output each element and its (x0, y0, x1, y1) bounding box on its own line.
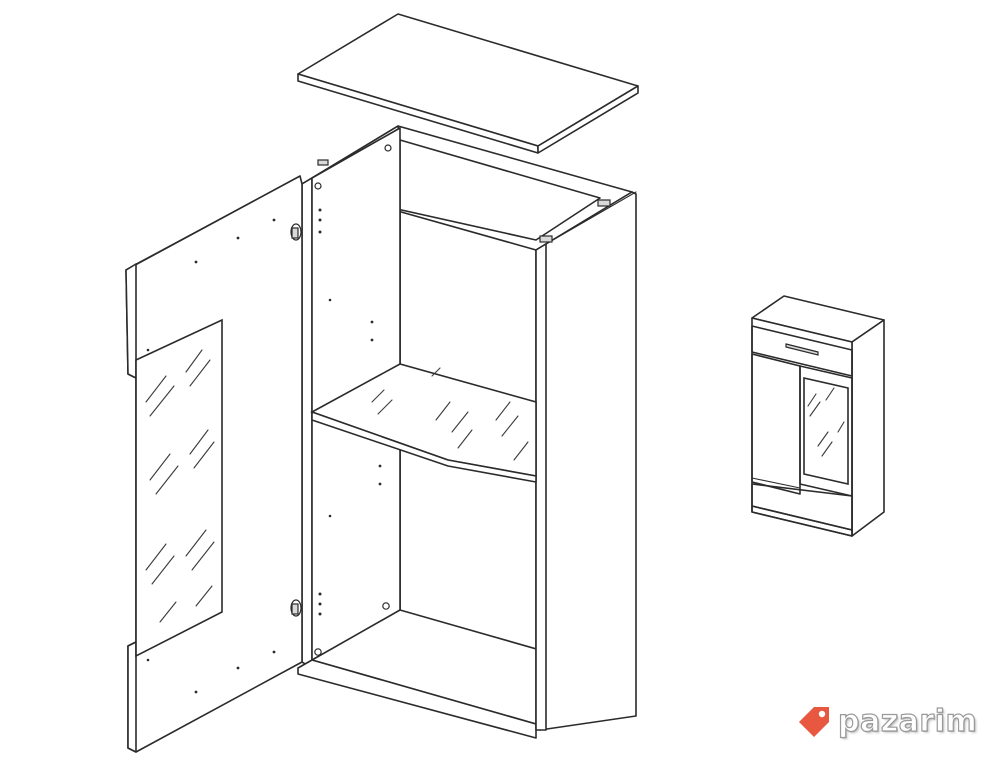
assembled-cabinet-preview (751, 295, 885, 537)
left-side-inner-face (301, 177, 313, 669)
glass-shelf (310, 363, 537, 483)
price-tag-icon (799, 707, 829, 737)
right-side-panel (535, 191, 637, 731)
pazarim-watermark: pazarim (796, 700, 977, 744)
open-door (125, 175, 303, 753)
top-panel (297, 13, 639, 154)
watermark-text: pazarim (837, 704, 978, 739)
cabinet-body (297, 125, 637, 739)
door-glass-panel (135, 318, 223, 658)
